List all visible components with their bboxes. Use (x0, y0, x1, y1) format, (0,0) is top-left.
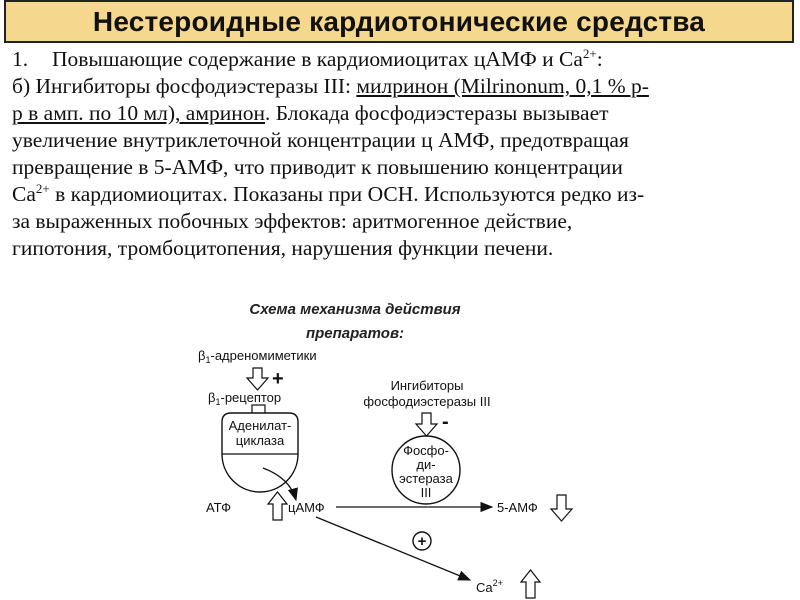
down-arrow-icon (245, 367, 270, 391)
line6-rest: в кардиомиоцитах. Показаны при ОСН. Испо… (49, 182, 645, 206)
inhibitors-label-1: Ингибиторы (391, 378, 464, 393)
pde-label-1: Фосфо- (403, 443, 449, 458)
line3-rest: . Блокада фосфодиэстеразы вызывает (264, 101, 609, 125)
item-heading: Повышающие содержание в кардиомиоцитах ц… (52, 47, 583, 71)
body-text: 1. Повышающие содержание в кардиомиоцитах… (12, 46, 798, 262)
pde-label-4: III (421, 485, 432, 500)
inhibitors-label-2: фосфодиэстеразы III (363, 394, 490, 409)
text-line-1: 1. Повышающие содержание в кардиомиоцитах… (12, 46, 798, 73)
text-line-2: б) Ингибиторы фосфодиэстеразы III: милри… (12, 73, 798, 100)
adenylate-label-1: Аденилат- (229, 418, 292, 433)
item-heading-sup: 2+ (582, 45, 597, 61)
amp5-label: 5-АМФ (497, 500, 538, 515)
minus-sign-inhibitor: - (442, 411, 449, 433)
adenylate-label-2: циклаза (236, 433, 285, 448)
plus-sign-receptor: + (272, 368, 284, 390)
circled-plus-icon (412, 531, 432, 551)
down-arrow-icon (414, 412, 439, 437)
adrenomimetics-label: β1-адреномиметики (198, 348, 317, 365)
up-arrow-icon (519, 569, 542, 599)
title-banner: Нестероидные кардиотонические средства (4, 0, 794, 43)
line2-prefix: б) Ингибиторы фосфодиэстеразы III: (12, 74, 357, 98)
receptor-label: β1-рецептор (208, 390, 281, 407)
phosphodiesterase-circle (391, 435, 461, 505)
camp-to-ca-arrow (315, 516, 472, 581)
up-arrow-icon (266, 491, 289, 521)
line6-ca: Са (12, 182, 36, 206)
pde-label-2: ди- (416, 457, 435, 472)
circled-plus-sign: + (418, 533, 427, 550)
down-arrow-icon (549, 494, 574, 522)
scheme-title: Схема механизма действия препаратов: (200, 298, 510, 346)
conversion-arrow (262, 467, 298, 502)
scheme-title-line-2: препаратов: (305, 325, 405, 342)
item-heading-end: : (596, 47, 603, 71)
line6-sup: 2+ (35, 180, 50, 196)
line2-underlined: милринон (Milrinonum, 0,1 % р- (356, 74, 649, 98)
line3-underlined: р в амп. по 10 мл), амринон (12, 101, 265, 125)
text-line-6: Са2+ в кардиомиоцитах. Показаны при ОСН.… (12, 181, 798, 208)
camp-label: цАМФ (288, 500, 325, 515)
ca-label: Ca2+ (476, 578, 503, 595)
text-line-7: за выраженных побочных эффектов: аритмог… (12, 209, 573, 233)
slide-title: Нестероидные кардиотонические средства (92, 5, 706, 37)
text-line-4: увеличение внутриклеточной концентрации … (12, 128, 629, 152)
text-line-5: превращение в 5-АМФ, что приводит к повы… (12, 155, 623, 179)
adenylate-cyclase-shape (221, 412, 299, 493)
pde-label-3: эстераза (399, 471, 453, 486)
scheme-title-line-1: Схема механизма действия (249, 301, 461, 318)
item-number: 1. (12, 47, 29, 71)
text-line-8: гипотония, тромбоцитопения, нарушения фу… (12, 236, 554, 260)
atp-label: АТФ (206, 500, 231, 515)
text-line-3: р в амп. по 10 мл), амринон. Блокада фос… (12, 100, 798, 127)
